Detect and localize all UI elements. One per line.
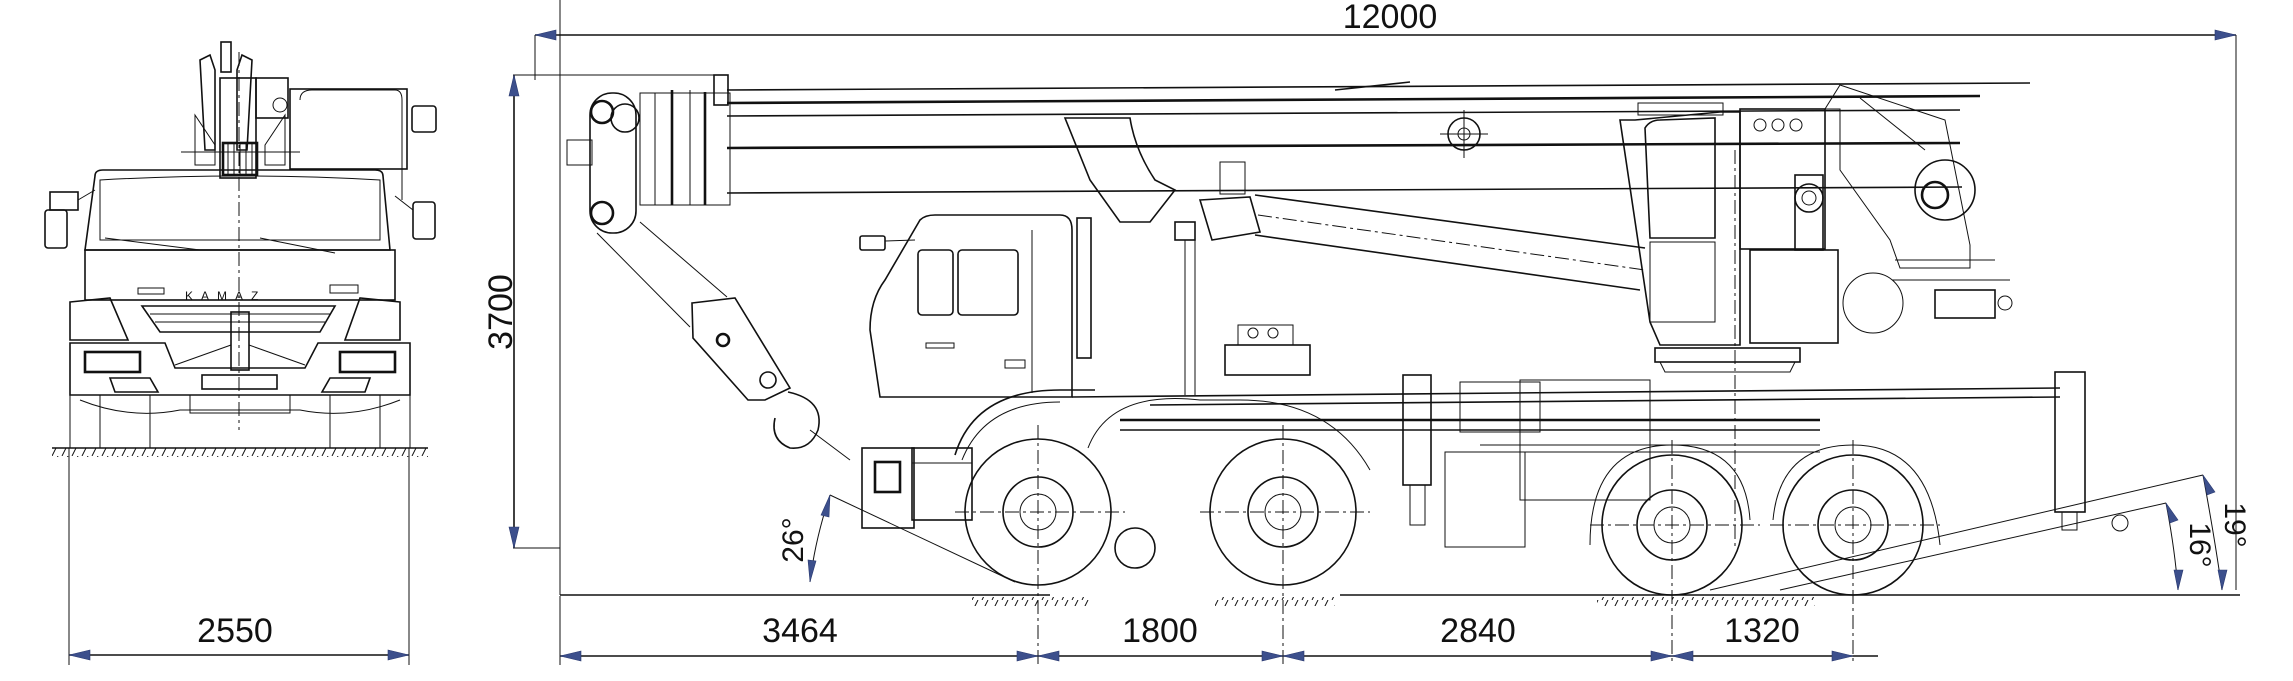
wheel-axle-4 xyxy=(1770,440,1941,665)
outriggers xyxy=(1402,371,2129,532)
front-ground-line xyxy=(52,447,428,457)
front-overhang-label: 3464 xyxy=(762,612,838,650)
crane-boom xyxy=(566,74,2031,395)
wheelbase-3-4-label: 1320 xyxy=(1724,612,1800,650)
side-view: 12000 3700 3464 1800 2840 13 xyxy=(482,0,2251,665)
dim-overall-length: 12000 xyxy=(534,0,2237,590)
front-view: KAMAZ xyxy=(44,41,437,665)
crane-superstructure xyxy=(1619,84,2013,550)
departure-angle-1-label: 16° xyxy=(2183,522,2216,567)
overall-length-label: 12000 xyxy=(1343,0,1438,36)
approach-angle-label: 26° xyxy=(777,517,810,562)
side-ground-line xyxy=(560,594,2240,606)
dim-wheelbase-chain: 3464 1800 2840 1320 xyxy=(559,596,1878,665)
dim-approach-angle: 26° xyxy=(777,494,1016,583)
wheelbase-1-2-label: 1800 xyxy=(1122,612,1198,650)
front-crane-cabin xyxy=(289,88,437,200)
front-boom-head xyxy=(181,41,300,430)
side-truck-cab xyxy=(859,214,1095,529)
dim-overall-height: 3700 xyxy=(482,0,727,595)
departure-angle-2-label: 19° xyxy=(2218,502,2251,547)
chassis-frame xyxy=(1071,324,2061,548)
dim-departure-angles: 16° 19° xyxy=(1709,474,2251,591)
overall-height-label: 3700 xyxy=(482,274,520,350)
hook-block xyxy=(596,221,851,461)
wheel-axle-1 xyxy=(955,425,1125,665)
wheelbase-2-3-label: 2840 xyxy=(1440,612,1516,650)
dim-overall-width: 2550 xyxy=(68,448,410,665)
overall-width-label: 2550 xyxy=(197,612,273,650)
front-truck-cab: KAMAZ xyxy=(44,169,436,449)
kamaz-badge: KAMAZ xyxy=(185,289,266,303)
wheel-axle-3 xyxy=(1589,440,1760,665)
wheel-axle-2 xyxy=(1087,398,1371,665)
